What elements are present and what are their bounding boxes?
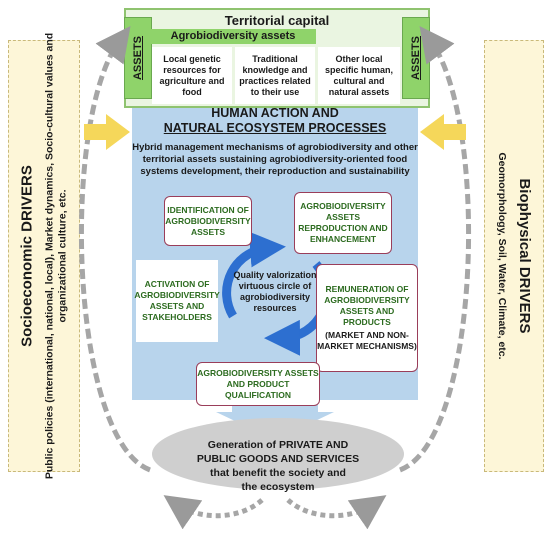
territorial-capital-box: Territorial capital ASSETS ASSETS Agrobi… bbox=[124, 8, 430, 108]
generation-text: Generation of PRIVATE AND PUBLIC GOODS A… bbox=[196, 439, 360, 493]
activation-box: ACTIVATION OF AGROBIODIVERSITY ASSETS AN… bbox=[134, 260, 220, 342]
left-feedback-arrow bbox=[78, 25, 151, 473]
agrobiodiversity-assets-title: Agrobiodiversity assets bbox=[150, 29, 316, 44]
cycle-arrow-left bbox=[222, 231, 286, 319]
human-action-description: Hybrid management mechanisms of agrobiod… bbox=[132, 142, 418, 177]
bottom-right-arrow bbox=[286, 495, 387, 530]
generation-ellipse bbox=[152, 418, 404, 490]
qualification-box: AGROBIODIVERSITY ASSETS AND PRODUCT QUAL… bbox=[196, 362, 320, 406]
right-feedback-arrow bbox=[399, 25, 472, 473]
identification-box: IDENTIFICATION OF AGROBIODIVERSITY ASSET… bbox=[164, 196, 252, 246]
remuneration-title: REMUNERATION OF AGROBIODIVERSITY ASSETS … bbox=[324, 284, 410, 327]
asset-cell-traditional-knowledge: Traditional knowledge and practices rela… bbox=[235, 47, 315, 104]
left-driver-arrow bbox=[84, 114, 130, 150]
virtuous-circle-text: Quality valorization virtuous circle of … bbox=[233, 270, 317, 313]
right-driver-arrow bbox=[420, 114, 466, 150]
asset-cell-other-assets: Other local specific human, cultural and… bbox=[318, 47, 400, 104]
asset-cell-genetic-resources: Local genetic resources for agriculture … bbox=[152, 47, 232, 104]
human-action-title: HUMAN ACTION AND NATURAL ECOSYSTEM PROCE… bbox=[163, 106, 387, 135]
socioeconomic-drivers-panel: Socioeconomic DRIVERS Public policies (i… bbox=[8, 33, 80, 479]
reproduction-box: AGROBIODIVERSITY ASSETS REPRODUCTION AND… bbox=[294, 192, 392, 254]
remuneration-sub: (MARKET AND NON-MARKET MECHANISMS) bbox=[317, 330, 417, 351]
bottom-left-arrow bbox=[163, 495, 264, 530]
remuneration-box: REMUNERATION OF AGROBIODIVERSITY ASSETS … bbox=[316, 264, 418, 372]
territorial-capital-title: Territorial capital bbox=[224, 13, 330, 28]
biophysical-drivers-panel: Biophysical DRIVERS Geomorphology, Soil,… bbox=[484, 40, 544, 472]
